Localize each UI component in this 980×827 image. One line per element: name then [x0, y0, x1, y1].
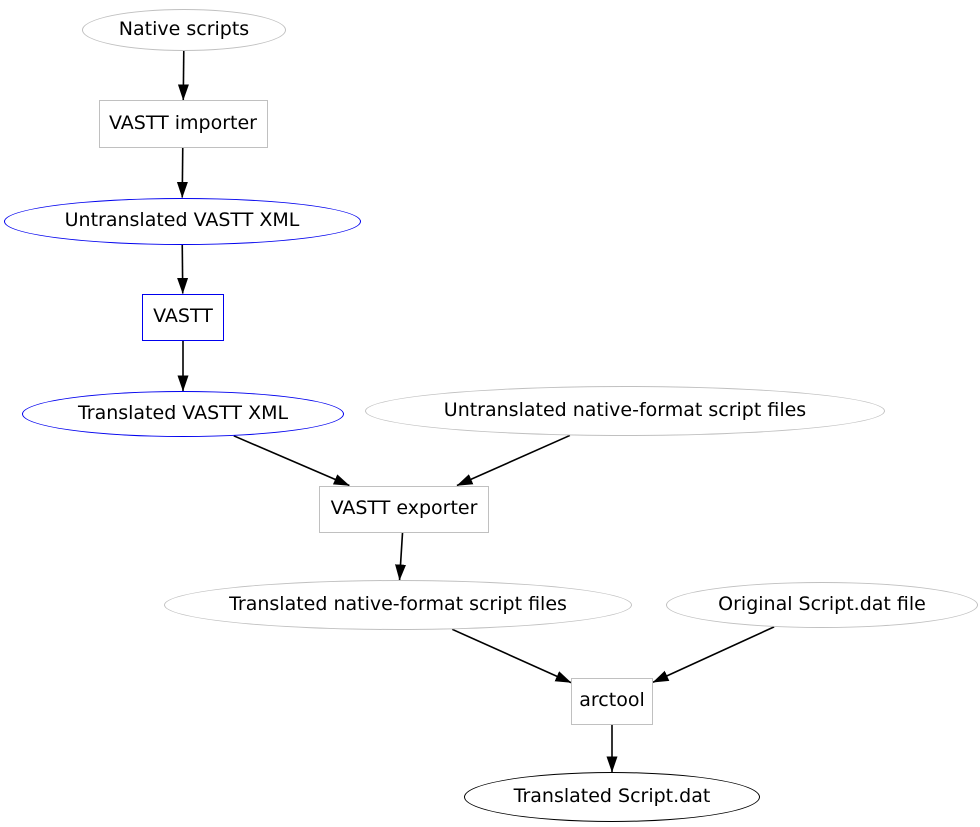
node-untranslated-vastt-xml: Untranslated VASTT XML: [3, 197, 361, 245]
node-vastt: VASTT: [142, 293, 224, 341]
node-label-original-script-dat-file: Original Script.dat file: [718, 592, 926, 615]
edge-native-scripts-to-vastt-importer: [177, 50, 189, 101]
edge-translated-native-format-script-files-to-arctool: [451, 628, 572, 684]
node-vastt-importer: VASTT importer: [98, 100, 268, 148]
node-vastt-exporter: VASTT exporter: [319, 485, 489, 533]
edge-untranslated-vastt-xml-to-vastt: [177, 244, 189, 294]
node-label-translated-native-format-script-files: Translated native-format script files: [229, 592, 567, 615]
node-label-vastt: VASTT: [153, 304, 213, 327]
node-untranslated-native-format-script-files: Untranslated native-format script files: [365, 386, 885, 436]
node-translated-script-dat: Translated Script.dat: [464, 772, 760, 822]
edge-vastt-importer-to-untranslated-vastt-xml: [176, 147, 188, 198]
node-label-translated-vastt-xml: Translated VASTT XML: [77, 401, 289, 424]
node-native-scripts: Native scripts: [82, 9, 286, 51]
node-label-untranslated-vastt-xml: Untranslated VASTT XML: [64, 208, 300, 231]
node-label-arctool: arctool: [579, 688, 645, 711]
edge-vastt-exporter-to-translated-native-format-script-files: [395, 532, 407, 581]
node-label-native-scripts: Native scripts: [118, 17, 250, 40]
node-label-vastt-exporter: VASTT exporter: [330, 496, 478, 519]
edge-original-script-dat-file-to-arctool: [652, 626, 775, 683]
node-translated-native-format-script-files: Translated native-format script files: [164, 580, 632, 630]
node-translated-vastt-xml: Translated VASTT XML: [22, 391, 344, 437]
edge-translated-vastt-xml-to-vastt-exporter: [233, 435, 350, 487]
edge-untranslated-native-format-script-files-to-vastt-exporter: [456, 434, 571, 487]
node-label-vastt-importer: VASTT importer: [109, 111, 257, 134]
node-label-translated-script-dat: Translated Script.dat: [513, 784, 711, 807]
node-label-untranslated-native-format-script-files: Untranslated native-format script files: [443, 398, 807, 421]
node-arctool: arctool: [571, 677, 653, 725]
node-original-script-dat-file: Original Script.dat file: [666, 582, 978, 628]
